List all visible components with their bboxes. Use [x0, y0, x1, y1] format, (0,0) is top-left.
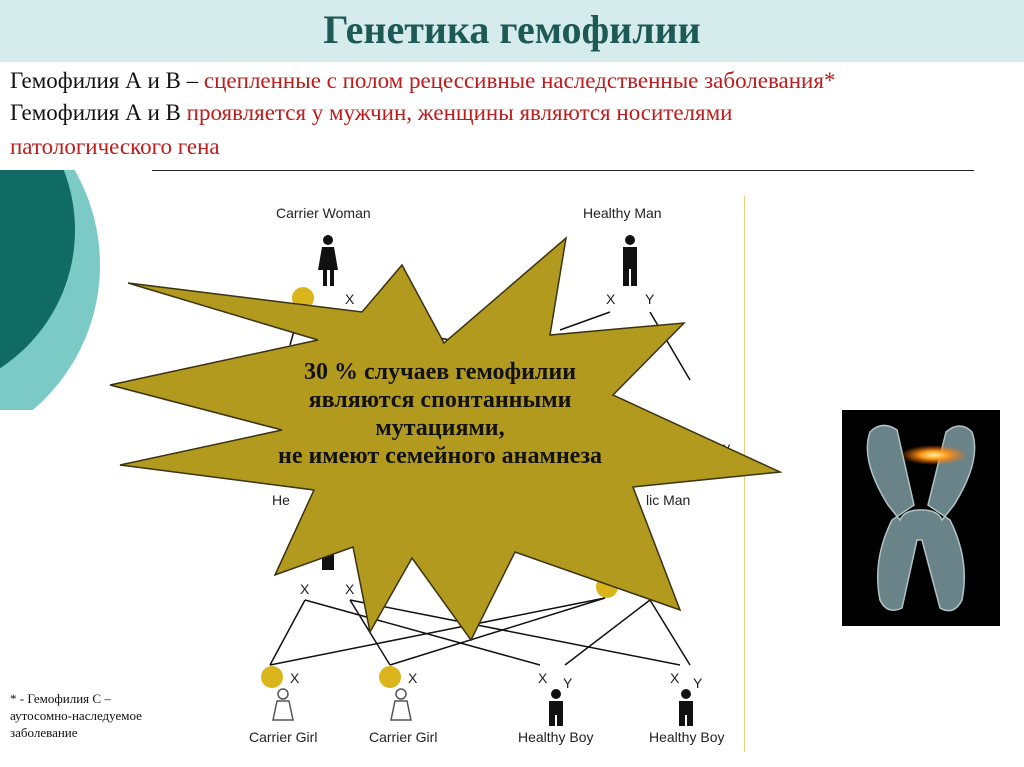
intro-line-1: Гемофилия А и В – сцепленные с полом рец… — [10, 68, 835, 94]
chrom-x: X — [345, 291, 355, 307]
label-mid-mother-partial: Не — [272, 492, 290, 508]
footnote-line-3: заболевание — [10, 725, 78, 740]
chrom-y: Y — [563, 675, 573, 691]
label-carrier-woman: Carrier Woman — [276, 205, 371, 221]
chrom-y: Y — [645, 291, 655, 307]
chrom-x: X — [290, 670, 300, 686]
intro-text-1: сцепленные с полом рецессивные наследств… — [203, 68, 836, 93]
chrom-x: X — [300, 581, 310, 597]
burst-line-1: 30 % случаев гемофилии — [303, 359, 577, 385]
gene-dot — [261, 666, 283, 688]
chromosome-icon — [866, 424, 976, 612]
label-child-4: Healthy Boy — [649, 729, 724, 745]
girl-icon — [272, 688, 294, 721]
chrom-x: X — [670, 670, 680, 686]
boy-icon — [549, 689, 563, 726]
intro-text-3: патологического гена — [10, 134, 220, 159]
chrom-x: X — [408, 670, 418, 686]
chrom-x: X — [538, 670, 548, 686]
chrom-y: Y — [693, 675, 703, 691]
chrom-x: X — [345, 581, 355, 597]
label-healthy-man: Healthy Man — [583, 205, 662, 221]
intro-subject-2: Гемофилия А и В — [10, 100, 181, 125]
label-child-2: Carrier Girl — [369, 729, 437, 745]
footnote-line-1: * - Гемофилия С – — [10, 691, 111, 706]
intro-text-2: проявляется у мужчин, женщины являются н… — [186, 100, 733, 125]
burst-line-4: не имеют семейного анамнеза — [278, 443, 602, 469]
intro-line-3: патологического гена — [10, 134, 220, 160]
boy-icon — [679, 689, 693, 726]
divider-rule — [152, 170, 974, 171]
label-mid-father-partial: lic Man — [646, 492, 690, 508]
burst-line-3: мутациями, — [375, 415, 505, 441]
chromosome-image — [842, 410, 1000, 626]
label-child-1: Carrier Girl — [249, 729, 317, 745]
intro-line-2: Гемофилия А и В проявляется у мужчин, же… — [10, 100, 732, 126]
girl-icon — [390, 688, 412, 721]
title-bar — [0, 0, 1024, 62]
intro-subject-1: Гемофилия А и В – — [10, 68, 199, 93]
woman-icon — [318, 235, 338, 286]
gene-dot — [379, 666, 401, 688]
footnote-line-2: аутосомно-наследуемое — [10, 708, 142, 723]
footnote: * - Гемофилия С – аутосомно-наследуемое … — [10, 690, 142, 741]
man-icon — [623, 235, 637, 286]
burst-text: 30 % случаев гемофилии являются спонтанн… — [230, 358, 650, 470]
teal-decoration — [0, 170, 100, 410]
slide-title: Генетика гемофилии — [323, 7, 701, 52]
label-child-3: Healthy Boy — [518, 729, 593, 745]
burst-line-2: являются спонтанными — [308, 387, 572, 413]
chrom-x: X — [606, 291, 616, 307]
